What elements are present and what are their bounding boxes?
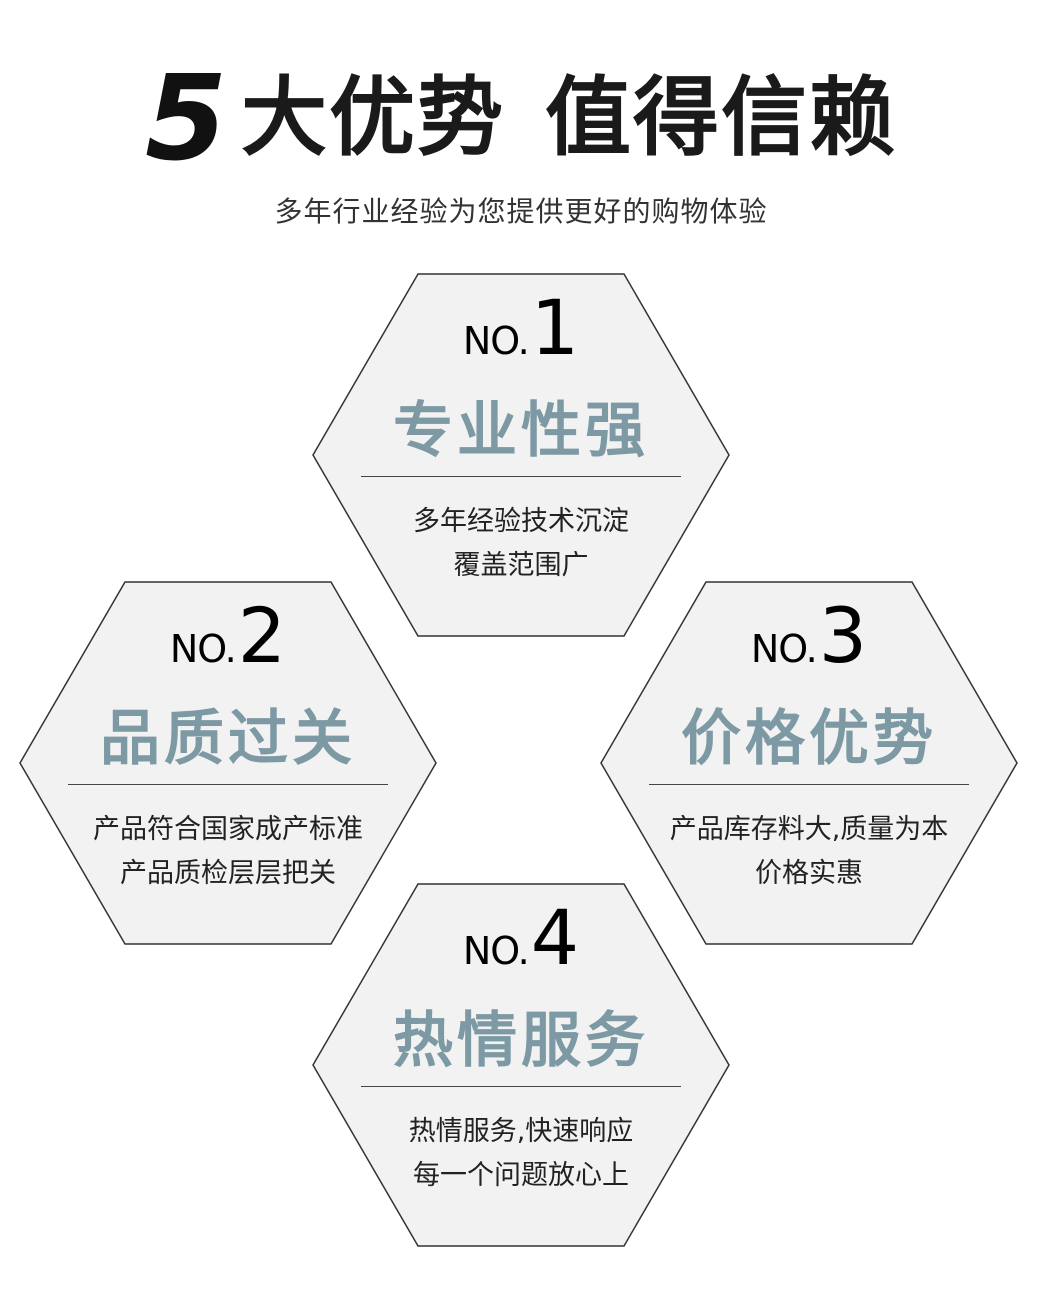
card-title: 热情服务 [393, 1006, 649, 1076]
main-headline: 5 大优势 值得信赖 [0, 58, 1042, 178]
card-description: 产品库存料大,质量为本 价格实惠 [669, 814, 949, 889]
card-divider [361, 1086, 681, 1087]
card-title: 品质过关 [100, 704, 356, 774]
card-description: 产品符合国家成产标准 产品质检层层把关 [93, 814, 363, 889]
hexagon-shape [600, 581, 1018, 945]
card-divider [649, 784, 969, 785]
card-number-label: NO.3 [750, 591, 868, 680]
card-divider [68, 784, 388, 785]
advantage-card-1: NO.1 专业性强 多年经验技术沉淀 覆盖范围广 [311, 272, 731, 638]
headline-number: 5 [144, 49, 227, 187]
card-number-label: NO.4 [462, 893, 580, 982]
card-title: 专业性强 [393, 396, 649, 466]
hexagon-shape [312, 273, 730, 637]
advantage-card-2: NO.2 品质过关 产品符合国家成产标准 产品质检层层把关 [18, 580, 438, 946]
headline-title-part2: 值得信赖 [545, 68, 898, 168]
headline-subtitle: 多年行业经验为您提供更好的购物体验 [274, 195, 768, 228]
card-title: 价格优势 [681, 704, 937, 774]
card-description: 热情服务,快速响应 每一个问题放心上 [408, 1116, 634, 1191]
card-description: 多年经验技术沉淀 覆盖范围广 [413, 506, 629, 581]
card-number-label: NO.1 [462, 283, 580, 372]
card-divider [361, 476, 681, 477]
hexagon-shape [19, 581, 437, 945]
advantage-card-4: NO.4 热情服务 热情服务,快速响应 每一个问题放心上 [311, 882, 731, 1248]
headline-title-part1: 大优势 [241, 68, 506, 168]
hexagon-shape [312, 883, 730, 1247]
advantage-card-3: NO.3 价格优势 产品库存料大,质量为本 价格实惠 [599, 580, 1019, 946]
card-number-label: NO.2 [169, 591, 287, 680]
